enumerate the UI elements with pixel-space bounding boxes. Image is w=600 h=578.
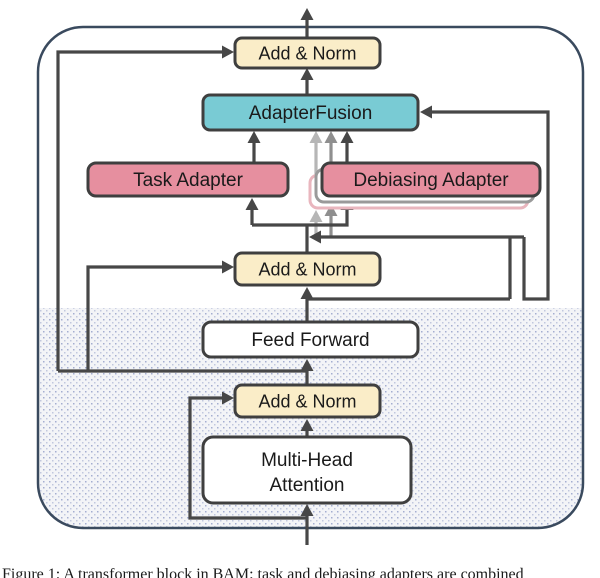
line-adapter-input-tee xyxy=(252,210,349,227)
add-norm-mid-label: Add & Norm xyxy=(258,260,356,280)
add-norm-bottom-box: Add & Norm xyxy=(233,383,382,419)
multi-head-attention-label-line2: Attention xyxy=(270,475,345,496)
figure-caption: Figure 1: A transformer block in BAM: ta… xyxy=(2,566,524,578)
add-norm-top-label: Add & Norm xyxy=(258,44,356,64)
adapter-fusion-label: AdapterFusion xyxy=(249,103,373,124)
task-adapter-label: Task Adapter xyxy=(133,170,244,191)
debiasing-adapter-label: Debiasing Adapter xyxy=(353,170,509,191)
task-adapter-box: Task Adapter xyxy=(86,161,290,198)
multi-head-attention-label-line1: Multi-Head xyxy=(261,450,353,471)
connection-lines xyxy=(56,20,550,545)
feed-forward-label: Feed Forward xyxy=(251,330,369,351)
transformer-block-border xyxy=(36,25,585,530)
line-query-to-fusion-right xyxy=(432,110,550,301)
arrow-residual-to-addnorm-mid xyxy=(86,265,222,371)
add-norm-mid-box: Add & Norm xyxy=(233,251,382,287)
debiasing-adapter-box: Debiasing Adapter xyxy=(320,161,542,198)
adapter-fusion-box: AdapterFusion xyxy=(201,93,420,132)
feed-forward-box: Feed Forward xyxy=(201,320,420,359)
add-norm-bottom-label: Add & Norm xyxy=(258,392,356,412)
multi-head-attention-box: Multi-Head Attention xyxy=(201,435,413,505)
arrow-residual-to-addnorm-bot xyxy=(188,396,307,520)
add-norm-top-box: Add & Norm xyxy=(233,36,382,70)
arrow-residual-to-addnorm-top xyxy=(56,50,222,371)
